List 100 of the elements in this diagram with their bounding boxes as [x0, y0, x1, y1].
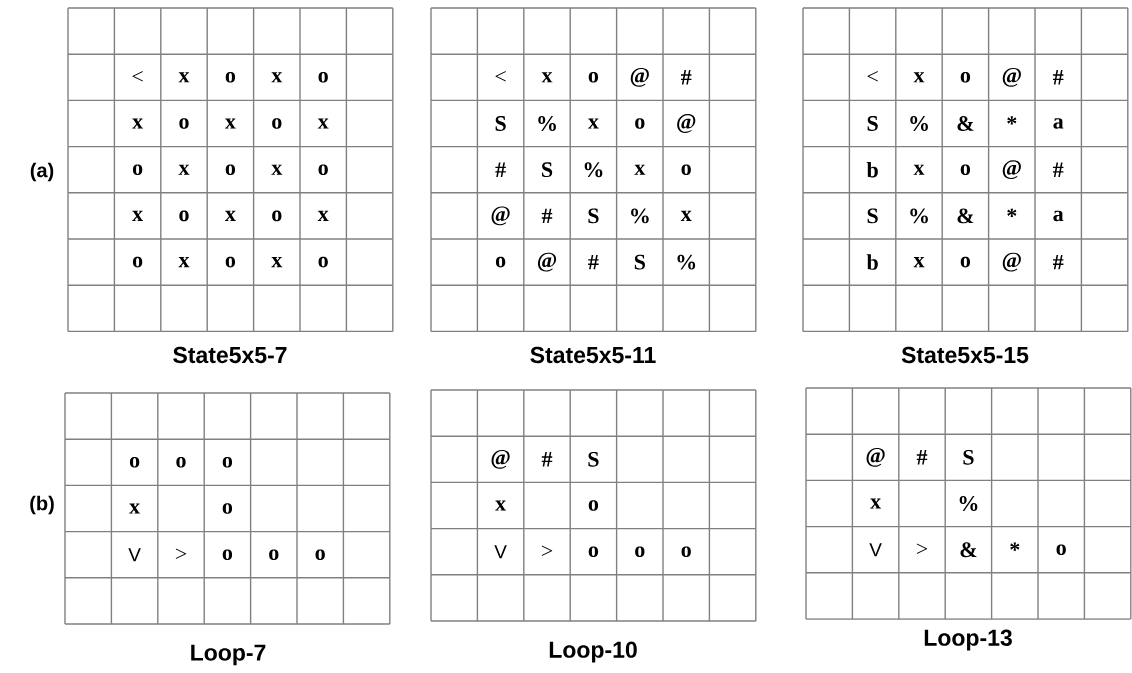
- grid-symbol: #: [1053, 70, 1064, 85]
- grid-symbol: S: [634, 254, 645, 270]
- grid-symbol: S: [867, 116, 878, 131]
- grid-symbol: #: [916, 450, 928, 465]
- grid-symbol: %: [631, 208, 649, 224]
- grid-symbol: o: [225, 72, 236, 83]
- grid-symbol: x: [870, 498, 881, 509]
- grid-symbol: V: [869, 543, 882, 557]
- grid-symbol: x: [680, 210, 692, 221]
- grid-symbol: o: [269, 549, 279, 560]
- grid-symbol: o: [176, 457, 186, 468]
- grid-symbol: #: [681, 70, 692, 85]
- grid-symbol: %: [538, 116, 556, 131]
- grid-symbol: o: [222, 503, 233, 514]
- grid-symbol: o: [635, 118, 645, 129]
- grid-symbol: o: [222, 457, 233, 468]
- grid-caption: State5x5-15: [901, 346, 1029, 364]
- grid-symbol: x: [913, 72, 925, 83]
- grid-symbol: x: [129, 503, 140, 514]
- grid-symbol: &: [957, 116, 974, 131]
- grid-symbol: o: [588, 500, 599, 511]
- grid-symbol: x: [178, 72, 190, 83]
- grid-caption: Loop-13: [924, 629, 1012, 651]
- grid-symbol: b: [866, 161, 878, 178]
- grid-symbol: o: [179, 118, 189, 129]
- grid-symbol: o: [272, 210, 282, 222]
- grid-symbol: a: [1053, 118, 1064, 129]
- grid-symbol: %: [584, 162, 603, 178]
- grid-symbol: o: [495, 256, 506, 268]
- grid-symbol: &: [960, 542, 977, 558]
- grid-symbol: >: [541, 545, 553, 556]
- grid-symbol: o: [635, 546, 645, 557]
- grid-symbol: x: [317, 118, 329, 129]
- grid-symbol: o: [960, 72, 971, 83]
- grid-symbol: @: [866, 447, 885, 467]
- grid-symbol: x: [541, 72, 553, 83]
- grid-symbol: <: [495, 71, 506, 82]
- grid-symbol: *: [1010, 542, 1020, 551]
- grid-symbol: #: [541, 452, 553, 467]
- grid-symbol: o: [588, 546, 599, 557]
- grid-symbol: #: [541, 208, 553, 224]
- grid-caption: State5x5-11: [530, 346, 656, 364]
- grid-symbol: o: [225, 256, 236, 268]
- grid-symbol: <: [867, 71, 878, 82]
- grid-symbol: *: [1007, 116, 1017, 125]
- grid-symbol: S: [867, 208, 878, 224]
- grid-symbol: %: [959, 496, 978, 511]
- grid-symbol: S: [588, 451, 599, 467]
- grid-symbol: >: [175, 548, 187, 559]
- grid-symbol: #: [1053, 254, 1064, 270]
- grid-symbol: o: [222, 549, 233, 560]
- grid-caption: Loop-10: [549, 641, 637, 663]
- grid-symbol: x: [495, 500, 506, 511]
- grid-symbol: x: [132, 118, 143, 129]
- grid-symbol: x: [271, 72, 283, 83]
- grid-symbol: x: [225, 210, 236, 221]
- grid-symbol: x: [178, 257, 190, 268]
- grid-symbol: @: [677, 114, 696, 133]
- grid-symbol: x: [132, 210, 143, 221]
- grid-symbol: S: [963, 449, 974, 465]
- grid-symbol: x: [271, 257, 283, 268]
- grid-symbol: V: [494, 545, 507, 559]
- symbol-grid: [805, 387, 1132, 620]
- grid-symbol: o: [681, 546, 691, 557]
- symbol-grid: [64, 392, 391, 625]
- grid-symbol: @: [630, 67, 649, 87]
- grid-symbol: V: [128, 548, 141, 562]
- grid-symbol: x: [913, 257, 925, 268]
- grid-symbol: o: [960, 164, 971, 175]
- grid-symbol: @: [491, 449, 510, 469]
- grid-symbol: %: [910, 116, 928, 131]
- grid-symbol: a: [1053, 210, 1064, 222]
- grid-symbol: %: [910, 208, 928, 224]
- grid-caption: State5x5-7: [173, 346, 287, 364]
- grid-symbol: o: [960, 256, 971, 268]
- grid-symbol: o: [588, 72, 599, 83]
- grid-symbol: #: [588, 254, 599, 270]
- grid-symbol: o: [129, 457, 140, 468]
- grid-symbol: @: [1002, 160, 1021, 180]
- grid-symbol: o: [225, 164, 236, 175]
- grid-symbol: o: [132, 256, 143, 268]
- grid-symbol: o: [315, 549, 325, 560]
- grid-symbol: <: [132, 71, 143, 82]
- grid-symbol: @: [491, 206, 510, 226]
- grid-symbol: o: [179, 210, 189, 222]
- grid-symbol: S: [588, 208, 599, 224]
- grid-symbol: x: [225, 118, 236, 129]
- grid-symbol: *: [1007, 208, 1017, 217]
- grid-symbol: x: [588, 118, 599, 129]
- grid-symbol: &: [957, 208, 974, 224]
- grid-caption: Loop-7: [191, 644, 266, 666]
- grid-symbol: x: [913, 164, 925, 175]
- grid-symbol: %: [677, 254, 696, 270]
- grid-symbol: o: [272, 118, 282, 129]
- grid-symbol: o: [318, 72, 328, 83]
- symbol-grid: [430, 7, 757, 333]
- grid-symbol: x: [634, 164, 646, 175]
- grid-symbol: #: [1053, 162, 1064, 177]
- grid-symbol: #: [495, 162, 506, 177]
- grid-symbol: @: [537, 252, 557, 272]
